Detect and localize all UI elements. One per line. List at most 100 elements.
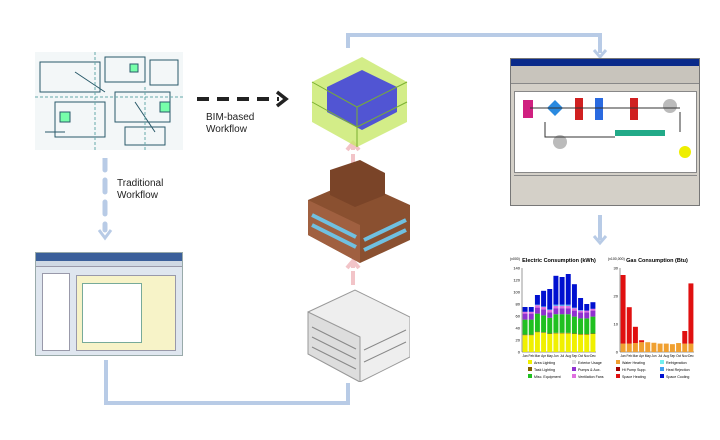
bar-segment-pumps-aux- bbox=[571, 310, 577, 317]
bar-segment-misc-equipment bbox=[522, 319, 528, 335]
bar-segment-pumps-aux- bbox=[541, 309, 547, 316]
legend-swatch bbox=[616, 367, 620, 371]
y-tick-label: 0 bbox=[518, 350, 521, 355]
x-tick-label: Feb bbox=[627, 354, 633, 358]
bar-segment-area-lighting bbox=[590, 334, 596, 352]
bar-segment-space-cooling bbox=[534, 295, 540, 305]
bar-segment-space-cooling bbox=[571, 284, 577, 308]
bar-segment-space-cooling bbox=[578, 298, 584, 310]
bar-segment-pumps-aux- bbox=[590, 310, 596, 317]
x-tick-label: Aug bbox=[565, 354, 571, 358]
bar-segment-space-cooling bbox=[553, 275, 559, 305]
y-tick-label: 20 bbox=[614, 294, 619, 299]
bar-segment-pumps-aux- bbox=[578, 312, 584, 319]
bar-segment-area-lighting bbox=[522, 335, 528, 352]
legend-swatch bbox=[616, 360, 620, 364]
bar-segment-task-lighting bbox=[522, 334, 528, 336]
bar-segment-space-cooling bbox=[565, 274, 571, 305]
y-tick-label: 20 bbox=[516, 338, 521, 343]
x-tick-label: Mar bbox=[535, 354, 541, 358]
bar-segment-water-heating bbox=[620, 343, 626, 352]
bar-segment-space-heating bbox=[688, 283, 694, 344]
bim-workflow-label: BIM-based Workflow bbox=[206, 112, 255, 135]
bar-segment-area-lighting bbox=[541, 332, 547, 352]
legend-swatch bbox=[572, 367, 576, 371]
y-tick-label: 30 bbox=[614, 266, 619, 271]
bar-segment-area-lighting bbox=[534, 332, 540, 352]
bar-segment-pumps-aux- bbox=[559, 308, 565, 315]
bar-segment-ventilation-fans bbox=[584, 310, 590, 313]
y-tick-label: 0 bbox=[616, 350, 619, 355]
x-tick-label: Jul bbox=[658, 354, 662, 358]
bar-segment-misc-equipment bbox=[528, 319, 534, 335]
legend-label: Ht Pump Supp. bbox=[622, 368, 646, 372]
blueprint-image bbox=[35, 52, 183, 150]
bar-segment-water-heating bbox=[688, 343, 694, 352]
x-tick-label: Aug bbox=[663, 354, 669, 358]
bar-segment-heat-rejection bbox=[534, 304, 540, 306]
bar-segment-task-lighting bbox=[571, 333, 577, 334]
bar-segment-heat-rejection bbox=[559, 304, 565, 306]
legend-label: Ventilation Fans bbox=[578, 375, 604, 379]
y-tick-label: 40 bbox=[516, 326, 521, 331]
legend-label: Task Lighting bbox=[534, 368, 555, 372]
bar-segment-ventilation-fans bbox=[541, 307, 547, 310]
legend-swatch bbox=[572, 360, 576, 364]
bar-segment-task-lighting bbox=[534, 331, 540, 333]
bar-segment-space-cooling bbox=[522, 307, 528, 312]
architectural-building-model bbox=[307, 289, 410, 382]
x-tick-label: Feb bbox=[529, 354, 535, 358]
bar-segment-heat-rejection bbox=[578, 310, 584, 311]
bar-segment-space-cooling bbox=[584, 304, 590, 311]
bar-segment-heat-rejection bbox=[553, 304, 559, 306]
bar-segment-space-cooling bbox=[559, 277, 565, 305]
bar-segment-ventilation-fans bbox=[578, 310, 584, 313]
bar-segment-task-lighting bbox=[559, 332, 565, 334]
y-tick-label: 80 bbox=[516, 302, 521, 307]
y-tick-label: 120 bbox=[513, 278, 520, 283]
legend-label: Refrigeration bbox=[666, 361, 687, 365]
bar-segment-misc-equipment bbox=[534, 313, 540, 332]
bar-segment-area-lighting bbox=[571, 334, 577, 352]
bar-segment-space-cooling bbox=[547, 289, 553, 310]
bar-segment-task-lighting bbox=[553, 332, 559, 334]
legend-swatch bbox=[528, 374, 532, 378]
bar-segment-ventilation-fans bbox=[590, 308, 596, 311]
bar-segment-area-lighting bbox=[553, 333, 559, 352]
bar-segment-water-heating bbox=[682, 343, 688, 352]
bar-segment-ventilation-fans bbox=[534, 305, 540, 308]
bar-segment-pumps-aux- bbox=[584, 312, 590, 319]
bar-segment-heat-rejection bbox=[547, 309, 553, 310]
bar-segment-ventilation-fans bbox=[547, 310, 553, 313]
bar-segment-misc-equipment bbox=[565, 314, 571, 333]
bim-workflow-arrow bbox=[197, 90, 289, 108]
bar-segment-water-heating bbox=[669, 344, 675, 352]
bar-segment-task-lighting bbox=[590, 333, 596, 334]
legend-label: Space Heating bbox=[622, 375, 646, 379]
bim-building-model bbox=[308, 160, 410, 263]
x-tick-label: Oct bbox=[578, 354, 583, 358]
bar-segment-task-lighting bbox=[528, 334, 534, 336]
bar-segment-misc-equipment bbox=[571, 316, 577, 334]
x-tick-label: May bbox=[645, 354, 651, 358]
x-tick-label: Jan bbox=[523, 354, 528, 358]
bar-segment-heat-rejection bbox=[571, 307, 577, 309]
bar-segment-misc-equipment bbox=[541, 315, 547, 333]
bar-segment-ventilation-fans bbox=[522, 311, 528, 314]
bar-segment-pumps-aux- bbox=[534, 307, 540, 314]
bar-segment-heat-rejection bbox=[565, 304, 571, 306]
legend-swatch bbox=[660, 374, 664, 378]
x-tick-label: Jan bbox=[621, 354, 626, 358]
bar-segment-area-lighting bbox=[565, 333, 571, 352]
bar-segment-pumps-aux- bbox=[565, 308, 571, 315]
bar-segment-heat-rejection bbox=[541, 306, 547, 307]
bar-segment-misc-equipment bbox=[590, 316, 596, 334]
legend-swatch bbox=[528, 360, 532, 364]
traditional-workflow-label: Traditional Workflow bbox=[117, 178, 164, 201]
y-axis-unit: (x000) bbox=[510, 257, 520, 261]
x-tick-label: Jul bbox=[560, 354, 564, 358]
bar-segment-task-lighting bbox=[578, 334, 584, 335]
bar-segment-pumps-aux- bbox=[553, 308, 559, 315]
x-tick-label: Jun bbox=[651, 354, 656, 358]
